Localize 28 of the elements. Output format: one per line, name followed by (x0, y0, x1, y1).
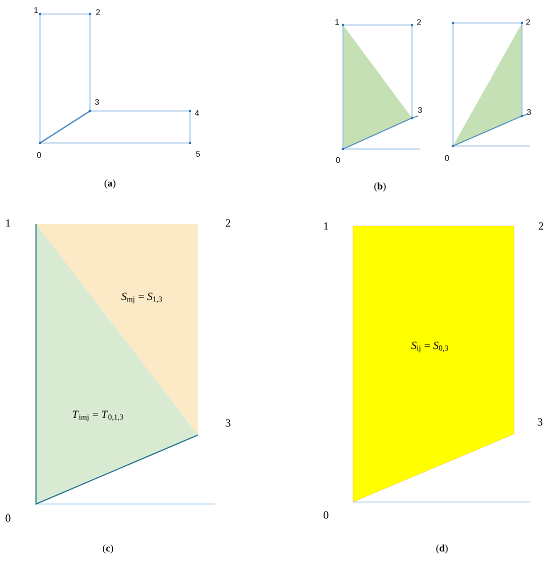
formula-label: S$_{mj}$ = S$_{1,3}$ (121, 292, 162, 304)
vertex-number: 2 (96, 9, 100, 15)
vertex-number: 0 (445, 155, 449, 161)
vertex-number: 3 (527, 109, 531, 115)
vertex-number: 3 (95, 99, 99, 105)
vertex-number: 3 (226, 419, 230, 427)
panel-label: (a) (104, 179, 116, 189)
vertex-number: 0 (336, 157, 340, 163)
vertex-number: 0 (6, 514, 10, 522)
panel-label: (d) (436, 544, 448, 554)
vertex-number: 2 (538, 222, 544, 230)
formula-label: T$_{imj}$ = T$_{0,1,3}$ (72, 410, 124, 422)
vertex-number: 2 (526, 19, 530, 25)
vertex-number: 0 (324, 511, 328, 519)
vertex-number: 0 (37, 152, 41, 158)
vertex-number: 1 (34, 7, 38, 13)
vertex-number: 1 (335, 19, 339, 25)
vertex-number: 5 (196, 151, 200, 157)
vertex-number: 3 (418, 107, 422, 113)
vertex-number: 1 (6, 219, 10, 227)
vertex-number: 2 (417, 19, 421, 25)
formula-label: S$_{ij}$ = S$_{0,3}$ (411, 342, 448, 352)
panel-label: (c) (102, 544, 114, 554)
vertex-number: 3 (538, 418, 542, 426)
vertex-number: 4 (194, 110, 199, 116)
vertex-number: 1 (324, 222, 328, 230)
panel-label: (b) (374, 182, 386, 192)
vertex-number: 2 (226, 219, 230, 227)
